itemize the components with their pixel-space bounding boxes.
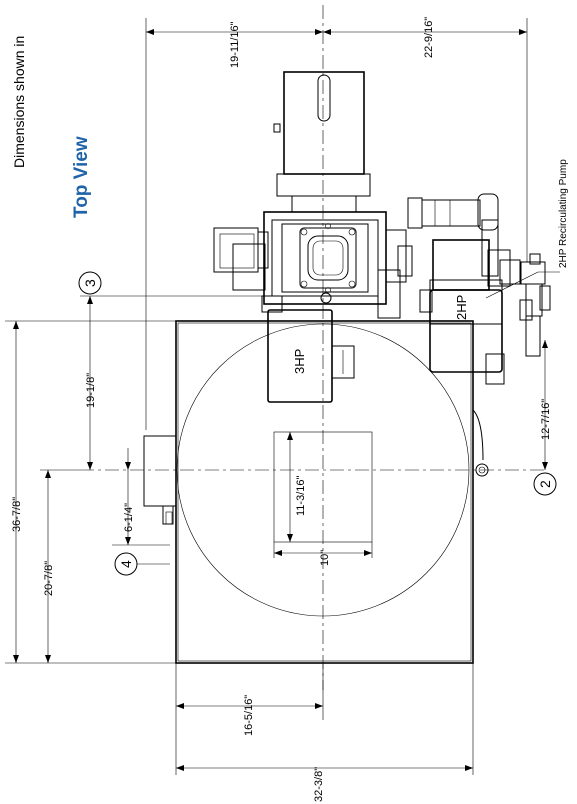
centerlines [80, 5, 545, 690]
dim-11-3-16: 11-3/16" [295, 476, 307, 516]
dim-12-7-16: 12-7/16" [540, 399, 552, 440]
dim-19-11-16: 19-11/16" [229, 21, 241, 68]
dimension-lines [5, 18, 560, 775]
motor-3hp [261, 295, 355, 403]
pump-head [263, 211, 387, 305]
pump-right-fittings [377, 229, 413, 319]
balloon-4-number: 4 [118, 560, 134, 568]
valve-assembly [519, 253, 551, 357]
dim-19-1-8: 19-1/8" [85, 373, 97, 408]
dim-32-3-8: 32-3/8" [313, 767, 325, 802]
pump-2hp-label: 2HP [454, 295, 469, 320]
pump-callout: 2HP Recirculating Pump [558, 159, 569, 268]
balloon-4: 4 [114, 552, 170, 576]
dim-10: 10" [319, 550, 331, 566]
dim-6-1-4: 6-1/4" [123, 503, 135, 532]
dim-22-9-16: 22-9/16" [423, 17, 435, 58]
drain-fitting [472, 409, 489, 477]
balloon-2-number: 2 [537, 480, 553, 488]
view-title: Top View [71, 136, 92, 218]
pump-2hp [419, 239, 521, 385]
header-text: Dimensions shown in [11, 36, 27, 168]
pump-side-box [213, 227, 269, 291]
left-attachment [143, 435, 177, 525]
dim-20-7-8: 20-7/8" [43, 561, 55, 596]
tank-body [175, 320, 474, 664]
dim-16-5-16: 16-5/16" [243, 695, 255, 736]
balloon-3-number: 3 [82, 279, 98, 287]
motor-3hp-label: 3HP [292, 349, 307, 374]
balloon-2: 2 [533, 472, 557, 496]
upper-motor [273, 71, 371, 213]
balloon-3: 3 [78, 271, 102, 295]
dim-36-7-8: 36-7/8" [11, 497, 23, 532]
dimension-labels: 19-11/16" 22-9/16" 36-7/8" 20-7/8" 19-1/… [11, 17, 552, 802]
piping [407, 193, 499, 277]
